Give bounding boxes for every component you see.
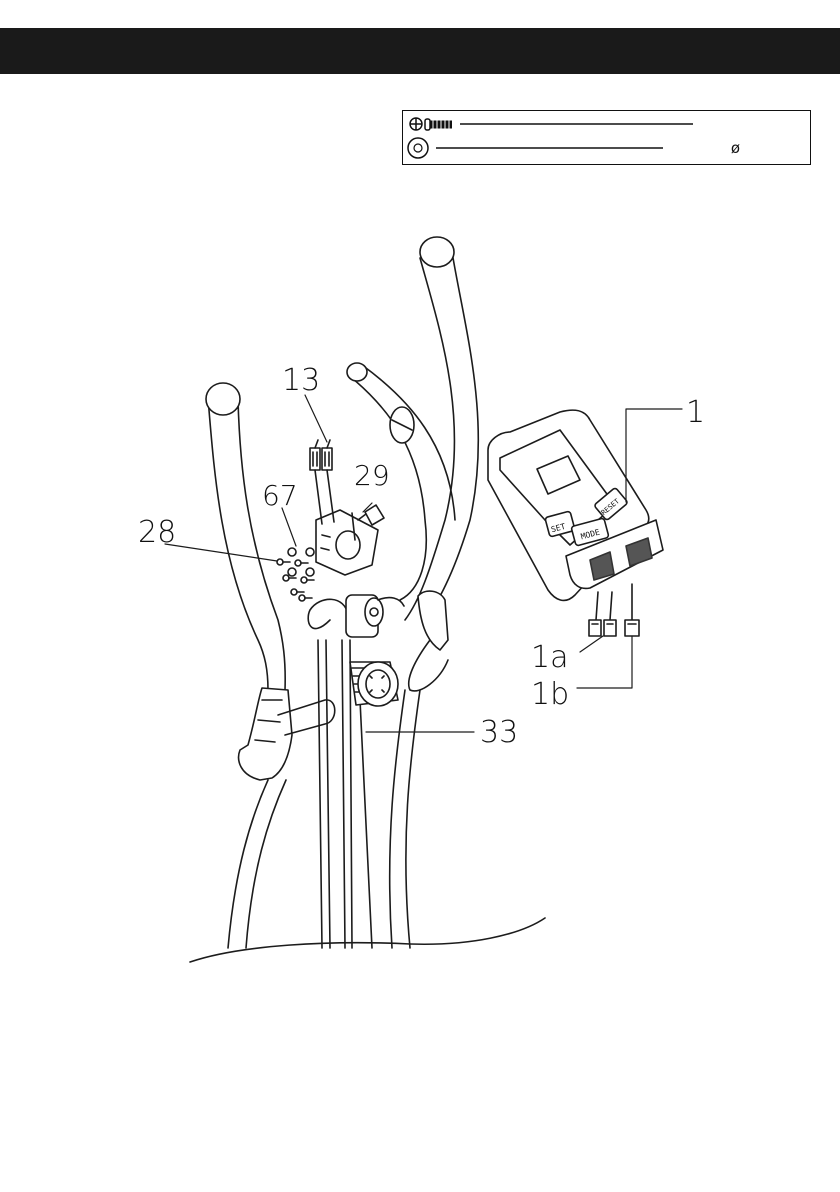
ground-line xyxy=(190,918,545,962)
bolts-28-and-washers-67 xyxy=(277,548,314,601)
callout-29: 29 xyxy=(354,459,390,492)
callout-1b: 1b xyxy=(531,677,569,712)
callout-1: 1 xyxy=(686,395,705,430)
bolt-icon xyxy=(403,111,812,138)
hardware-parts-box: ø xyxy=(402,110,811,165)
callout-28: 28 xyxy=(138,515,176,550)
console-unit: SET MODE RESET xyxy=(488,410,663,600)
tension-knob xyxy=(350,662,398,706)
wire-harness-13 xyxy=(310,440,334,524)
pivot-clamp xyxy=(346,595,404,637)
callout-1a: 1a xyxy=(531,640,568,675)
bolt-row xyxy=(403,111,810,138)
callout-13: 13 xyxy=(282,363,320,398)
console-wires-1a-1b xyxy=(589,584,639,636)
callout-67: 67 xyxy=(262,479,298,512)
callout-33: 33 xyxy=(480,715,518,750)
washer-row: ø xyxy=(403,136,810,163)
washer-icon xyxy=(403,136,812,163)
header-bar xyxy=(0,28,840,74)
diameter-symbol: ø xyxy=(731,139,740,157)
center-post xyxy=(308,599,420,948)
assembly-diagram: SET MODE RESET 13 29 67 28 1 1a 1b 33 xyxy=(0,180,840,1000)
